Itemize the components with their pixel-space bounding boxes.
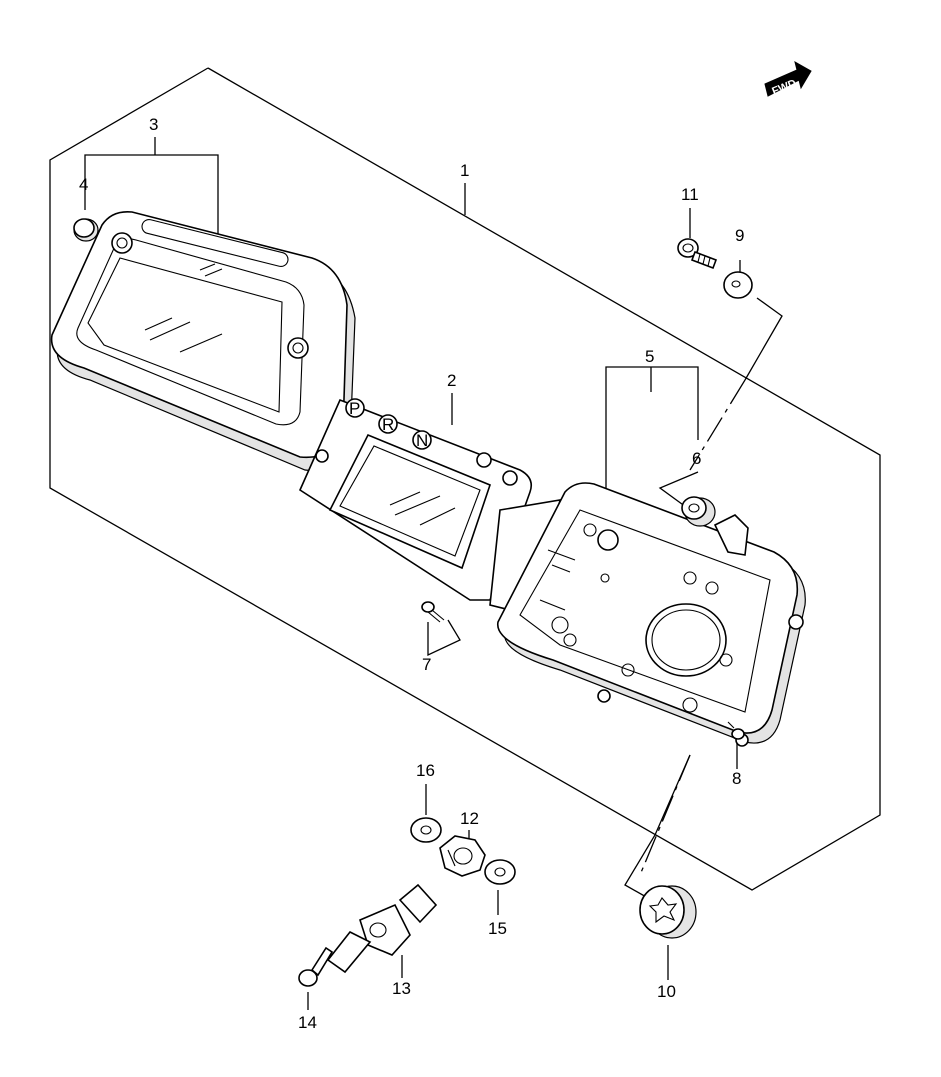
screw-part-8 — [727, 721, 745, 740]
lcd-panel-part-2: P R N — [298, 398, 562, 611]
callout-7: 7 — [422, 655, 431, 674]
callout-2: 2 — [447, 371, 456, 390]
callout-13: 13 — [392, 979, 411, 998]
callout-11: 11 — [681, 185, 699, 204]
indicator-n — [412, 430, 432, 450]
washer-part-15 — [484, 859, 516, 885]
assembly-boundary — [49, 67, 881, 891]
callout-8: 8 — [732, 769, 741, 788]
callout-9: 9 — [735, 226, 744, 245]
screw-part-7 — [421, 601, 445, 623]
callout-14: 14 — [298, 1013, 317, 1032]
grommet-part-6 — [681, 496, 716, 527]
fwd-arrow-icon: FWD — [764, 60, 812, 98]
cap-part-10 — [639, 885, 697, 939]
meter-cover-part-3 — [50, 210, 356, 472]
leader-lines — [84, 137, 783, 1010]
dash-line-8-10 — [639, 754, 691, 876]
callout-1: 1 — [460, 161, 469, 180]
dash-line-6-9 — [689, 379, 746, 471]
indicator-p-label: P — [349, 399, 360, 418]
meter-case-part-5 — [497, 482, 806, 747]
callout-6: 6 — [692, 449, 701, 468]
callout-5: 5 — [645, 347, 654, 366]
cushion-part-12 — [439, 835, 486, 877]
bushing-part-4 — [73, 218, 99, 242]
callout-10: 10 — [657, 982, 676, 1001]
indicator-n-label: N — [416, 431, 428, 450]
callout-15: 15 — [488, 919, 507, 938]
bolt-part-11 — [677, 238, 718, 270]
washer-part-16 — [410, 817, 442, 843]
sensor-part-13 — [326, 883, 438, 974]
bolt-part-14 — [298, 946, 334, 987]
callout-16: 16 — [416, 761, 435, 780]
callout-3: 3 — [149, 115, 158, 134]
indicator-r — [378, 414, 398, 434]
washer-part-9 — [723, 271, 753, 299]
indicator-p — [345, 398, 365, 418]
callout-12: 12 — [460, 809, 479, 828]
indicator-r-label: R — [382, 415, 394, 434]
callout-4: 4 — [79, 175, 88, 194]
